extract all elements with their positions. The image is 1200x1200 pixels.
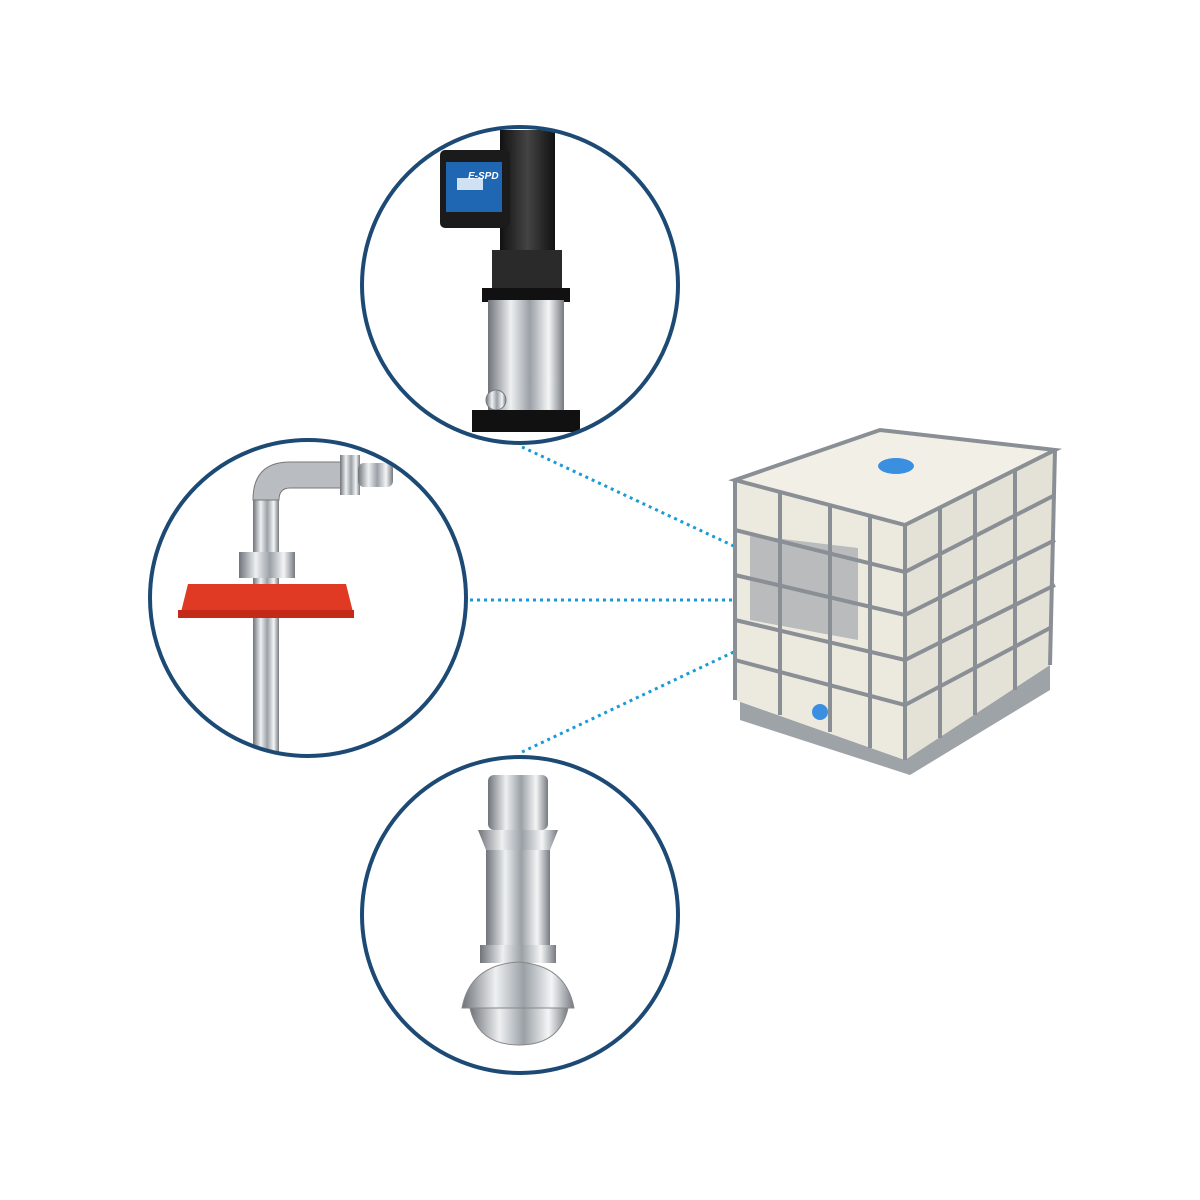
connector-pump [521,445,739,550]
connector-lines [470,445,739,754]
connector-nozzle [521,648,739,754]
nozzle-circle [360,755,680,1075]
pump-controller-label: E-SPD [468,171,499,182]
pump-circle: E-SPD [360,125,680,445]
dip-tube-image [178,455,393,755]
ibc-tote-image [728,427,1062,775]
pump-image [440,130,580,432]
dip-tube-circle [148,438,468,758]
nozzle-image [461,775,575,1046]
